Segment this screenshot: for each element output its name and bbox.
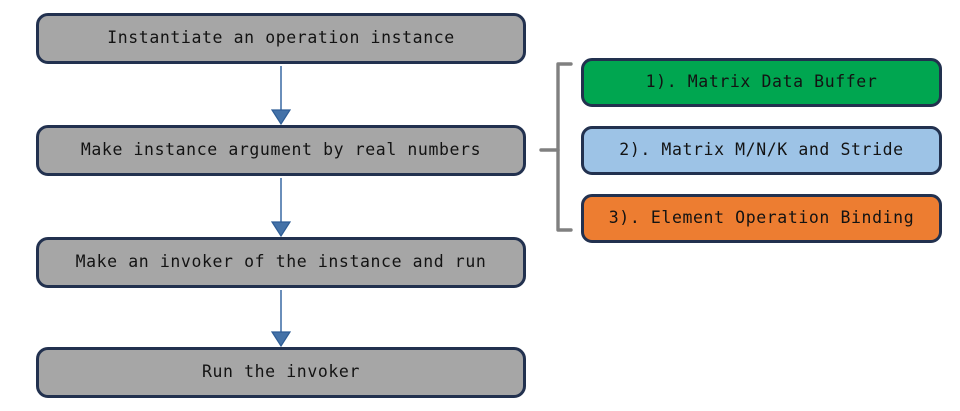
flow-node-step-2[interactable]: Make instance argument by real numbers — [36, 125, 526, 176]
flow-node-label: Run the invoker — [201, 362, 360, 382]
detail-chip-label: 1). Matrix Data Buffer — [645, 72, 878, 92]
flow-node-step-3[interactable]: Make an invoker of the instance and run — [36, 237, 526, 288]
flow-node-step-4[interactable]: Run the invoker — [36, 347, 526, 398]
flow-node-label: Make an invoker of the instance and run — [75, 252, 487, 272]
detail-chip-element-operation-binding[interactable]: 3). Element Operation Binding — [581, 194, 942, 243]
flow-node-step-1[interactable]: Instantiate an operation instance — [36, 13, 526, 64]
detail-chip-label: 3). Element Operation Binding — [608, 208, 915, 228]
detail-chip-label: 2). Matrix M/N/K and Stride — [619, 140, 904, 160]
detail-chip-matrix-data-buffer[interactable]: 1). Matrix Data Buffer — [581, 58, 942, 107]
flow-node-label: Instantiate an operation instance — [107, 28, 455, 48]
detail-chip-matrix-mnk-stride[interactable]: 2). Matrix M/N/K and Stride — [581, 126, 942, 175]
flow-node-label: Make instance argument by real numbers — [80, 140, 482, 160]
